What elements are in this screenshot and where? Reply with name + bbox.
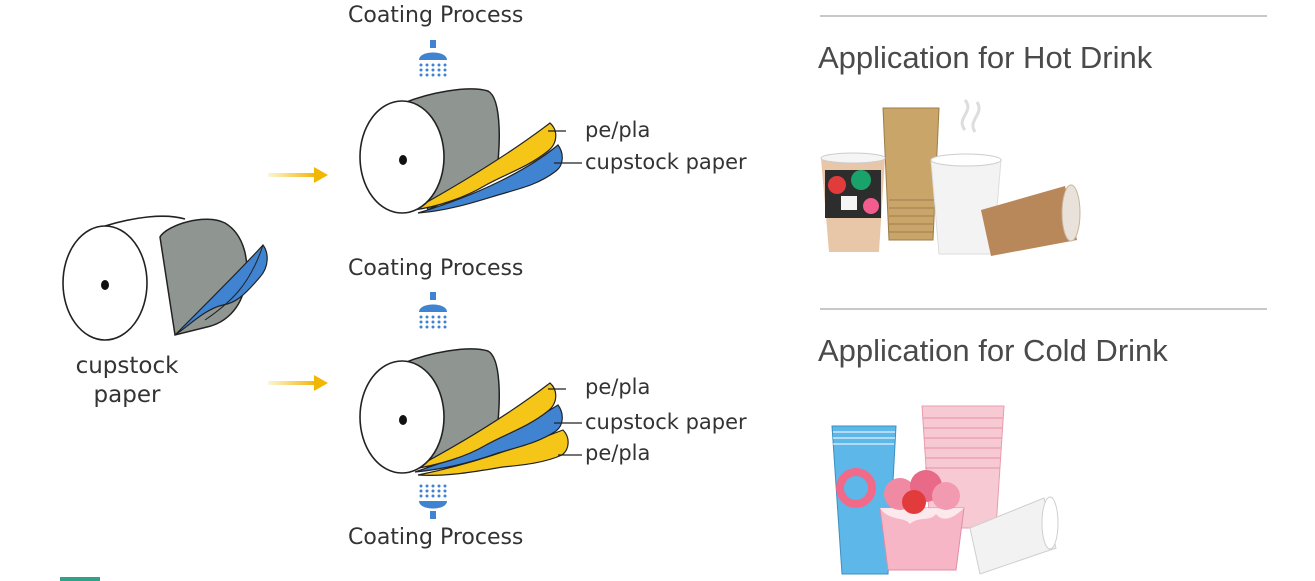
coated-roll-top [359,88,582,214]
cold-drink-cups-image [831,405,1059,575]
arrow-icon-bottom [268,375,328,391]
coating-process-label-3: Coating Process [348,525,524,550]
top-layer-1-label: pe/pla [585,118,651,142]
base-label-line1: cupstock [75,353,179,379]
base-roll [62,215,268,341]
hot-drink-cups-image [820,99,1081,256]
coating-process-label-1: Coating Process [348,3,524,28]
bottom-layer-1-label: pe/pla [585,375,651,399]
coating-process-label-2: Coating Process [348,256,524,281]
shower-icon-middle [419,292,447,329]
middle-divider [820,308,1267,310]
cold-drink-title: Application for Cold Drink [818,333,1168,368]
corner-accent [60,577,100,581]
top-layer-2-label: cupstock paper [585,150,747,174]
shower-icon-top [419,40,447,77]
base-label: cupstock paper [57,352,197,410]
coated-roll-bottom [359,348,582,476]
hot-drink-title: Application for Hot Drink [818,40,1153,75]
arrow-icon-top [268,167,328,183]
bottom-layer-3-label: pe/pla [585,441,651,465]
bottom-layer-2-label: cupstock paper [585,410,747,434]
shower-icon-bottom [419,484,447,519]
base-label-line2: paper [93,382,161,408]
top-divider [820,15,1267,17]
